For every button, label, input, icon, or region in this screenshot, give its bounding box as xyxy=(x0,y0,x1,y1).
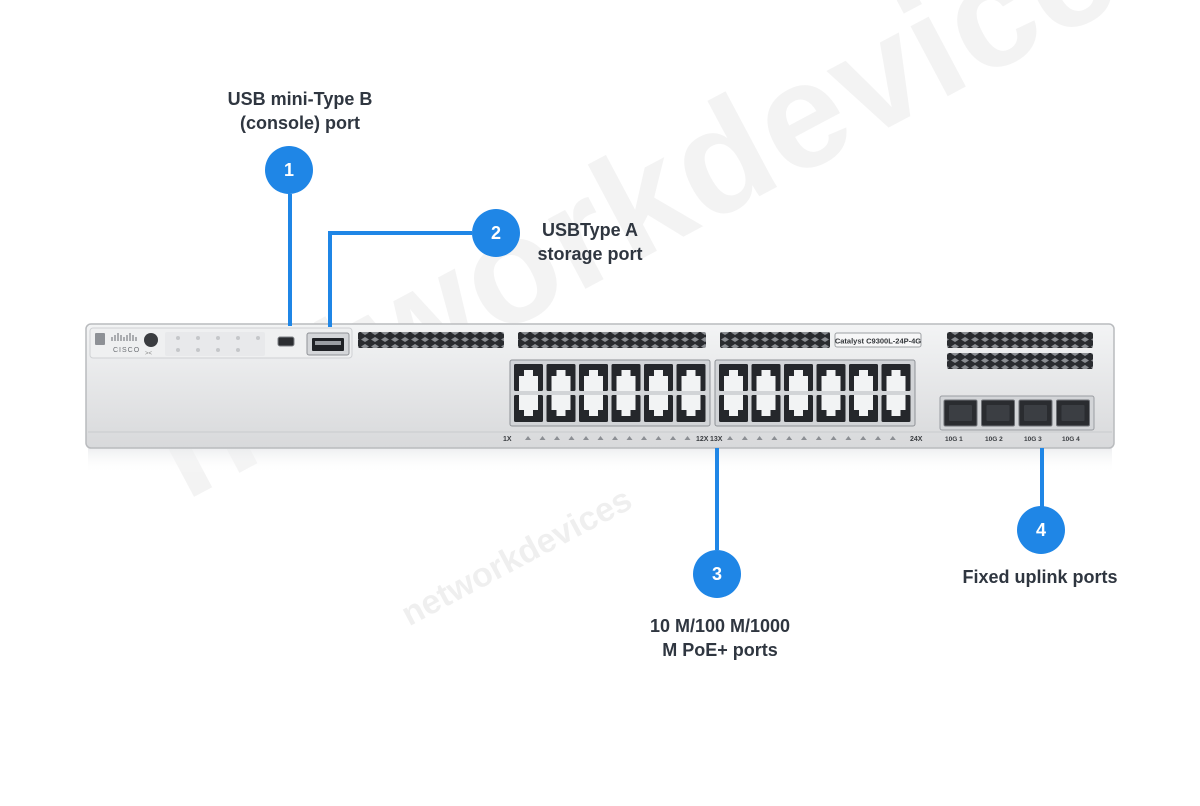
callout-label-line: M PoE+ ports xyxy=(662,640,778,660)
usb-mini-b-console-port[interactable] xyxy=(277,336,295,347)
rj45-port[interactable] xyxy=(644,395,673,422)
sfp-uplink-port[interactable] xyxy=(943,399,978,427)
callout-label-2: USBType A storage port xyxy=(520,218,660,266)
reset-button[interactable] xyxy=(144,333,158,347)
rj45-port[interactable] xyxy=(546,395,576,422)
status-led-icon xyxy=(845,436,852,440)
rj45-port[interactable] xyxy=(676,364,706,391)
sfp-uplink-port[interactable] xyxy=(1018,399,1053,427)
port-range-label: 13X xyxy=(710,436,723,443)
rj45-port[interactable] xyxy=(676,395,706,422)
rj45-port[interactable] xyxy=(881,364,911,391)
uplink-label: 10G 3 xyxy=(1024,436,1042,443)
vent-grille xyxy=(947,353,1093,369)
callout-badge-1: 1 xyxy=(265,146,313,194)
callout-3-leader xyxy=(715,448,719,550)
rj45-port[interactable] xyxy=(579,364,608,391)
status-led-icon xyxy=(860,436,867,440)
rj45-port[interactable] xyxy=(546,364,576,391)
status-led-icon xyxy=(741,436,748,440)
cisco-logo-icon xyxy=(111,333,137,341)
status-led-icon xyxy=(889,436,896,440)
status-led-icon xyxy=(597,436,604,440)
rj45-port[interactable] xyxy=(611,364,641,391)
floor-reflection xyxy=(88,448,1112,474)
rj45-port[interactable] xyxy=(719,364,748,391)
rj45-port-group xyxy=(509,359,916,427)
status-led-icon xyxy=(568,436,575,440)
callout-label-line: storage port xyxy=(537,244,643,264)
rj45-port[interactable] xyxy=(719,395,748,422)
callout-label-line: (console) port xyxy=(240,113,360,133)
status-led-icon xyxy=(626,436,633,440)
rj45-port[interactable] xyxy=(751,395,781,422)
rj45-port[interactable] xyxy=(784,395,813,422)
uplink-label: 10G 2 xyxy=(985,436,1003,443)
brand-text: CISCO xyxy=(113,347,140,354)
status-led-icon xyxy=(539,436,546,440)
port-range-label: 1X xyxy=(503,436,512,443)
rj45-port[interactable] xyxy=(751,364,781,391)
callout-label-line: USB mini-Type B xyxy=(227,89,373,109)
rj45-port[interactable] xyxy=(514,395,543,422)
status-led-icon xyxy=(771,436,778,440)
status-led-icon xyxy=(756,436,763,440)
rj45-port[interactable] xyxy=(579,395,608,422)
sfp-uplink-port[interactable] xyxy=(1056,399,1090,427)
status-led-icon xyxy=(815,436,822,440)
status-led-icon xyxy=(727,436,733,440)
rj45-port[interactable] xyxy=(849,364,878,391)
callout-label-line: 10 M/100 M/1000 xyxy=(649,616,791,636)
callout-badge-2: 2 xyxy=(472,209,520,257)
rj45-port[interactable] xyxy=(816,395,846,422)
callout-4-leader xyxy=(1040,448,1044,508)
vent-grille xyxy=(518,332,706,348)
callout-label-3: 10 M/100 M/1000 M PoE+ ports xyxy=(610,614,830,662)
mode-button[interactable] xyxy=(95,333,105,345)
status-led-icon xyxy=(801,436,807,440)
sfp-uplink-port[interactable] xyxy=(981,399,1015,427)
status-led-icon xyxy=(684,436,691,440)
port-range-label: 12X xyxy=(696,436,709,443)
rj45-port[interactable] xyxy=(881,395,911,422)
svg-text:><: >< xyxy=(145,351,153,357)
callout-2-leader xyxy=(328,231,472,235)
port-range-label: 24X xyxy=(910,436,923,443)
rj45-port[interactable] xyxy=(514,364,543,391)
status-led-icon xyxy=(786,436,793,440)
rj45-port[interactable] xyxy=(644,364,673,391)
callout-label-line: USBType A xyxy=(541,220,638,240)
callout-2-leader xyxy=(328,231,332,327)
model-label: Catalyst C9300L-24P-4G xyxy=(835,337,921,346)
callout-1-leader xyxy=(288,194,292,326)
status-led-icon xyxy=(670,436,676,440)
rj45-port[interactable] xyxy=(849,395,878,422)
rj45-port[interactable] xyxy=(784,364,813,391)
vent-grille xyxy=(358,332,504,348)
vent-grille xyxy=(947,332,1093,348)
status-led-icon xyxy=(583,436,589,440)
vent-grille xyxy=(720,332,830,348)
status-led-icon xyxy=(641,436,647,440)
uplink-label: 10G 4 xyxy=(1062,436,1080,443)
callout-label-line: Fixed uplink ports xyxy=(962,567,1118,587)
callout-badge-3: 3 xyxy=(693,550,741,598)
callout-badge-4: 4 xyxy=(1017,506,1065,554)
status-led-icon xyxy=(655,436,662,440)
status-led-icon xyxy=(830,436,837,440)
rj45-port[interactable] xyxy=(611,395,641,422)
callout-label-1: USB mini-Type B (console) port xyxy=(190,87,410,135)
status-led-icon xyxy=(875,436,881,440)
uplink-label: 10G 1 xyxy=(945,436,963,443)
status-led-icon xyxy=(525,436,531,440)
status-led-icon xyxy=(554,436,560,440)
callout-label-4: Fixed uplink ports xyxy=(940,565,1140,589)
status-led-icon xyxy=(612,436,618,440)
rj45-port[interactable] xyxy=(816,364,846,391)
